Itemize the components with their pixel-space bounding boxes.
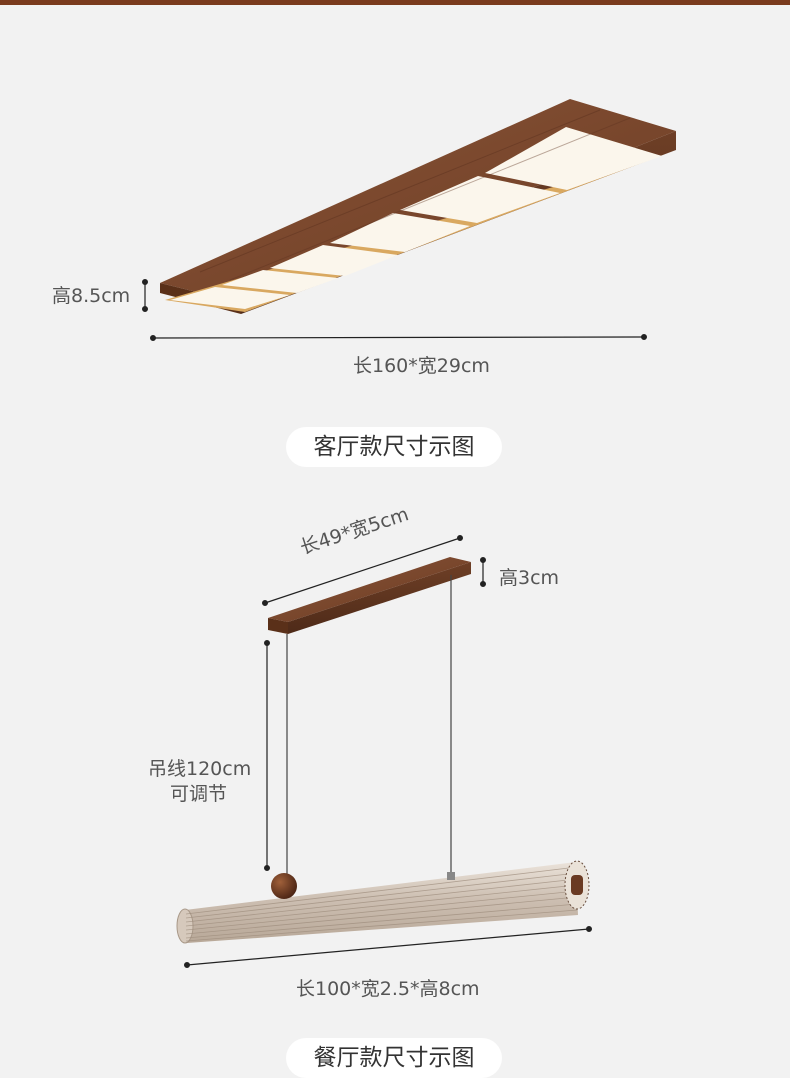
cable-connector [447,872,455,880]
ceiling-light-panel [160,99,676,314]
living-room-caption: 客厅款尺寸示图 [286,427,502,467]
height-dimension-line [142,279,148,312]
length-dimension-line [150,334,647,341]
tube-size-label: 长100*宽2.5*高8cm [296,978,480,1000]
top-accent-bar [0,0,790,5]
wooden-ball-ornament [271,873,297,899]
pendant-ceiling-base [268,557,471,634]
base-height-label: 高3cm [499,567,560,589]
living-height-label: 高8.5cm [52,285,131,307]
suspension-cables [286,575,452,875]
base-height-dimension-line [480,557,486,587]
cable-length-label: 吊线120cm [148,758,252,780]
dining-room-caption: 餐厅款尺寸示图 [286,1038,502,1078]
pendant-glass-tube [176,860,590,944]
cable-adjustable-label: 可调节 [170,783,228,805]
cable-length-dimension-line [264,640,270,871]
living-size-label: 长160*宽29cm [353,355,490,377]
base-length-dimension-line [262,535,463,606]
tube-length-dimension-line [184,926,592,968]
